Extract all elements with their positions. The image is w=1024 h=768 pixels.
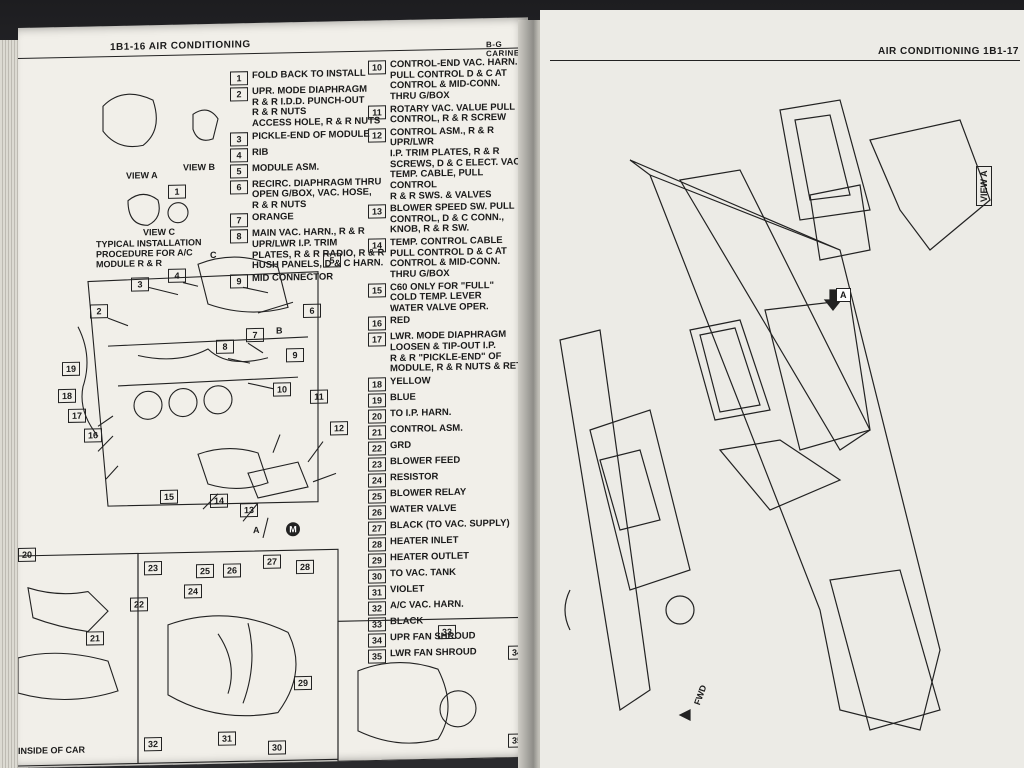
callout-23: 23 xyxy=(144,560,166,576)
right-header-rule xyxy=(550,60,1020,61)
callout-20: 20 xyxy=(18,547,40,562)
callout-19: 19 xyxy=(62,361,84,377)
callout-25: 25 xyxy=(196,563,218,579)
letter-b: B xyxy=(276,325,283,336)
callout-18: 18 xyxy=(58,388,80,404)
callout-31: 31 xyxy=(218,731,240,746)
view-a-arrow-label: A xyxy=(836,288,851,302)
callout-11: 11 xyxy=(310,389,332,404)
callout-22: 22 xyxy=(130,597,152,612)
callout-4: 4 xyxy=(168,268,190,283)
callout-21: 21 xyxy=(86,631,108,646)
callout-29: 29 xyxy=(294,675,316,691)
callout-32: 32 xyxy=(144,736,166,752)
right-page-header: AIR CONDITIONING 1B1-17 xyxy=(878,46,1019,57)
air-distribution-diagram xyxy=(559,99,991,731)
callout-9: 9 xyxy=(286,348,308,363)
letter-c: C xyxy=(210,249,217,260)
callout-8: 8 xyxy=(216,339,238,354)
callout-33: 33 xyxy=(438,624,460,640)
callout-12: 12 xyxy=(330,421,352,436)
callout-6: 6 xyxy=(303,303,325,319)
module-exploded-diagram xyxy=(18,93,528,767)
callout-1: 1 xyxy=(168,184,190,199)
callout-27: 27 xyxy=(263,554,285,569)
callout-16: 16 xyxy=(84,428,106,443)
callout-26: 26 xyxy=(223,563,245,578)
letter-a: A xyxy=(253,524,260,536)
view-a-tag: VIEW A xyxy=(976,166,992,206)
callout-15: 15 xyxy=(160,489,182,505)
callout-30: 30 xyxy=(268,740,290,755)
callout-24: 24 xyxy=(184,584,206,599)
callout-13: 13 xyxy=(240,502,262,518)
callout-14: 14 xyxy=(210,493,232,508)
right-page: AIR CONDITIONING 1B1-17 VIEW A A FWD xyxy=(540,10,1024,768)
callout-17: 17 xyxy=(68,408,90,423)
callout-10: 10 xyxy=(273,382,295,397)
callout-3: 3 xyxy=(131,277,153,292)
callout-5: 5 xyxy=(323,253,345,268)
callout-2: 2 xyxy=(90,304,112,319)
callout-7: 7 xyxy=(246,327,268,343)
inside-of-car-caption: INSIDE OF CAR xyxy=(18,744,86,756)
callout-28: 28 xyxy=(296,559,318,575)
